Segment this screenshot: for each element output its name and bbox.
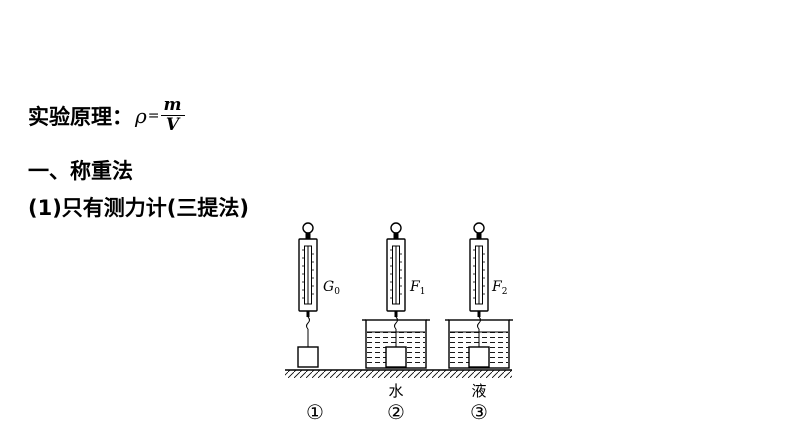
method-title: 一、称重法: [28, 159, 133, 183]
liquid-label-water: 水: [388, 382, 404, 400]
formula-rho: ρ: [135, 103, 147, 128]
principle-line: 实验原理： ρ = m V: [28, 96, 185, 135]
principle-label: 实验原理：: [28, 104, 133, 129]
liquid-label-liquid: 液: [471, 382, 487, 400]
case-title: (1)只有测力计(三提法): [28, 196, 250, 220]
object-block-1: [297, 346, 319, 368]
step-label-2: ②: [387, 400, 405, 424]
spring-scale-2: [386, 222, 406, 330]
formula-equals: =: [147, 107, 160, 124]
object-block-3: [468, 346, 490, 368]
step-label-3: ③: [470, 400, 488, 424]
formula-denominator: V: [165, 115, 180, 135]
formula-numerator: m: [160, 96, 185, 116]
density-formula: ρ = m V: [135, 96, 185, 135]
formula-fraction: m V: [160, 96, 185, 135]
force-label-f2: F2: [491, 279, 507, 297]
ground-hatch: [285, 370, 512, 378]
force-label-f1: F1: [409, 279, 425, 297]
force-label-g0: G0: [323, 279, 340, 297]
spring-scale-3: [469, 222, 489, 330]
object-block-2: [385, 346, 407, 368]
step-label-1: ①: [306, 400, 324, 424]
spring-scale-1: [298, 222, 318, 330]
